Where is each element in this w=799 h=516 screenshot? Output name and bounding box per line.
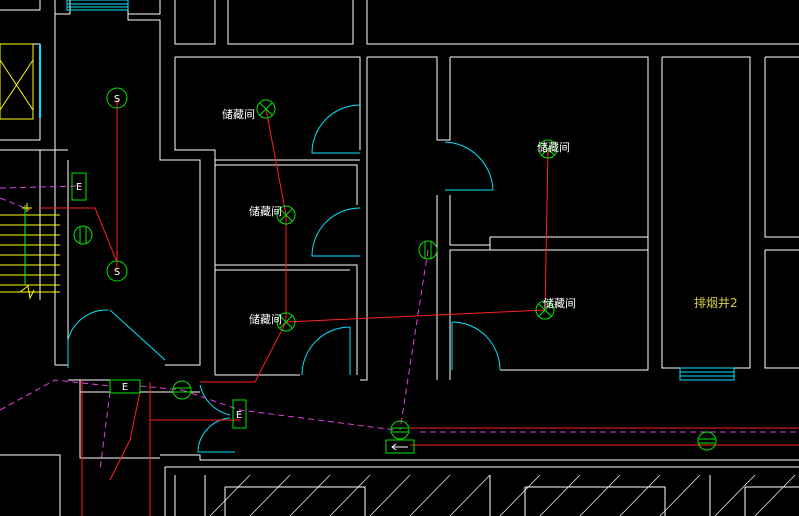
exit-sign-label: E	[122, 382, 128, 393]
vents	[66, 0, 735, 381]
exit-sign: E	[109, 379, 141, 394]
smoke-detector	[535, 300, 555, 320]
exit-sign: E	[232, 399, 247, 429]
room-label-smoke-shaft: 排烟井2	[694, 296, 738, 310]
lamp-symbol	[390, 420, 410, 440]
hatch-pattern	[209, 474, 796, 516]
room-label-storage: 储藏间	[249, 204, 282, 218]
lamp-symbol	[73, 225, 93, 245]
lamp-symbol	[697, 431, 717, 451]
sensor-s-symbol: S	[106, 87, 128, 109]
lamp-symbol	[418, 240, 438, 260]
sensor-s-symbol: S	[106, 260, 128, 282]
elevator-shaft	[0, 43, 34, 120]
stair-arrow	[19, 203, 35, 300]
exit-sign-label: E	[236, 410, 242, 421]
sensor-s-label: S	[114, 94, 120, 105]
lamp-symbol	[172, 380, 192, 400]
sensor-s-label: S	[114, 267, 120, 278]
exit-arrow-sign	[385, 439, 415, 454]
red-wiring	[40, 98, 799, 516]
smoke-detector	[538, 139, 558, 159]
exit-sign-label: E	[76, 182, 82, 193]
room-label-storage: 储藏间	[249, 312, 282, 326]
smoke-detector	[276, 205, 296, 225]
room-label-storage: 储藏间	[222, 107, 255, 121]
smoke-detector	[256, 99, 276, 119]
room-label-storage: 储藏间	[537, 140, 570, 154]
staircase	[0, 205, 60, 293]
doors	[67, 104, 501, 453]
room-label-storage: 储藏间	[543, 296, 576, 310]
magenta-wiring	[0, 185, 799, 471]
smoke-detector	[276, 312, 296, 332]
exit-sign: E	[71, 172, 87, 201]
